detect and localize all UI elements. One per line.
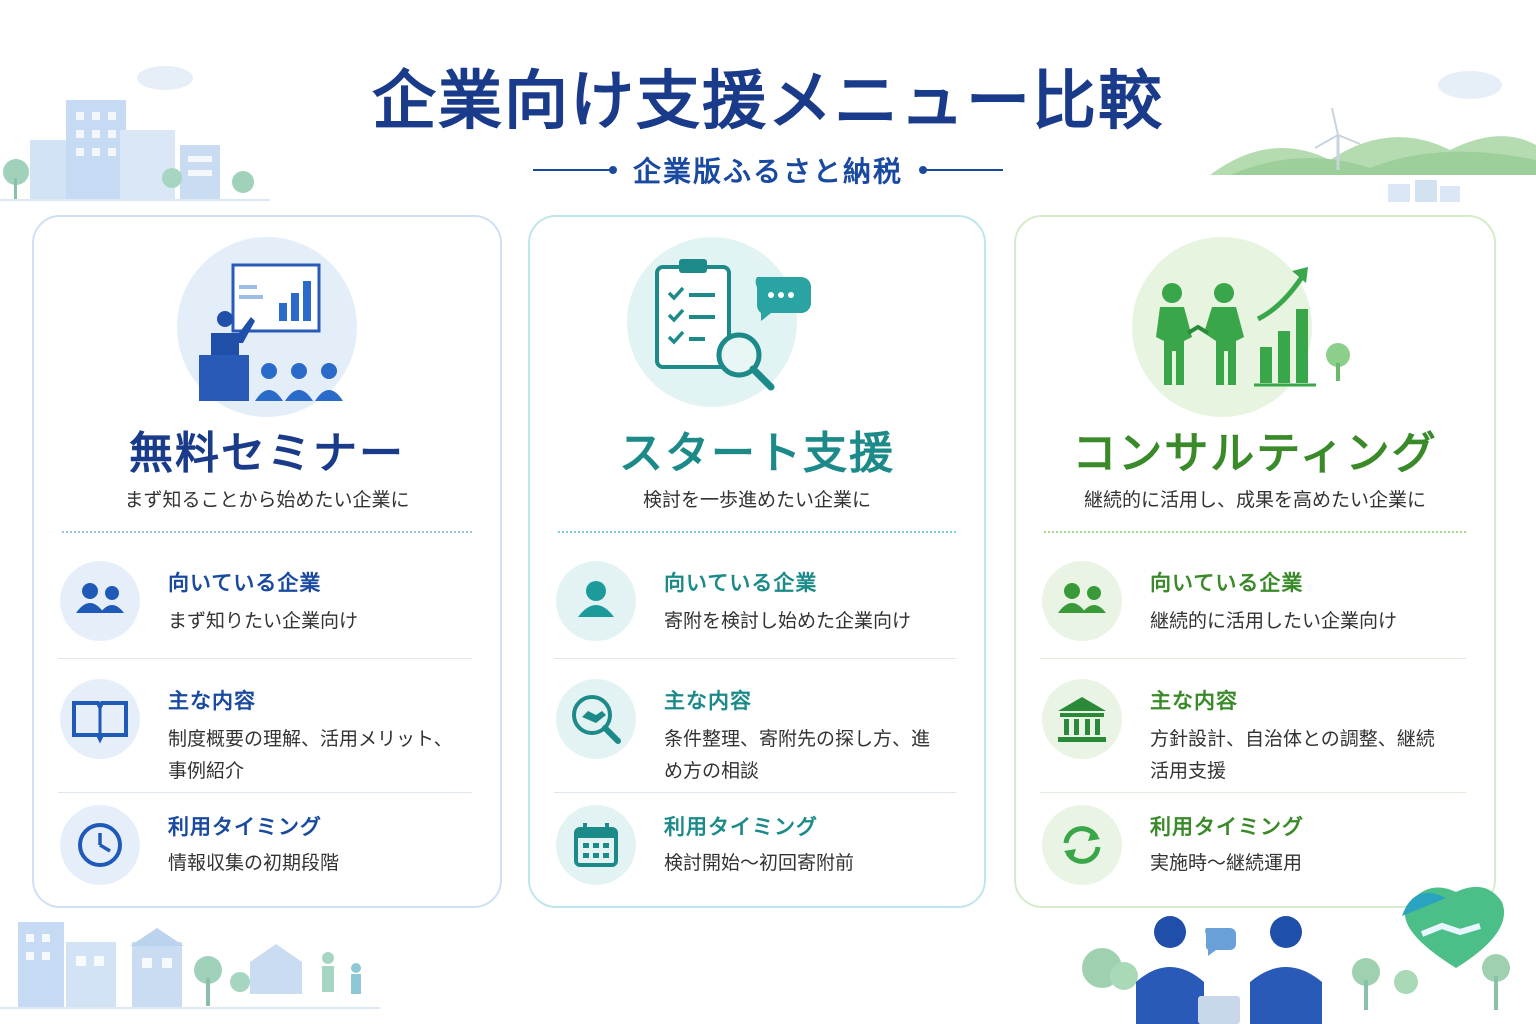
calendar-icon xyxy=(556,805,636,885)
people-icon xyxy=(1042,561,1122,641)
people-icon xyxy=(60,561,140,641)
row-text: 条件整理、寄附先の探し方、進め方の相談 xyxy=(664,728,931,782)
row-heading: 向いている企業 xyxy=(1150,571,1304,595)
subtitle-line-left xyxy=(532,166,617,174)
row-text: 情報収集の初期段階 xyxy=(168,852,340,874)
row-heading: 向いている企業 xyxy=(664,571,818,595)
handshake-growth-icon xyxy=(1131,237,1350,417)
government-building-icon xyxy=(1042,679,1122,759)
card-start-support: スタート支援 検討を一歩進めたい企業に 向いている企業 寄附を検討し始めた企業向… xyxy=(528,215,986,908)
subtitle-row: 企業版ふるさと納税 xyxy=(0,150,1536,190)
row-target-companies: 向いている企業 まず知りたい企業向け xyxy=(58,557,472,659)
card-tagline: まず知ることから始めたい企業に xyxy=(124,489,410,511)
person-icon xyxy=(556,561,636,641)
card-title: 無料セミナー xyxy=(129,428,405,479)
row-text: 検討開始～初回寄附前 xyxy=(664,852,855,874)
row-text: 寄附を検討し始めた企業向け xyxy=(664,610,912,632)
handshake-search-icon xyxy=(556,679,636,759)
row-target-companies: 向いている企業 寄附を検討し始めた企業向け xyxy=(554,557,956,659)
row-heading: 向いている企業 xyxy=(168,571,322,595)
row-heading: 主な内容 xyxy=(1150,689,1238,713)
row-target-companies: 向いている企業 継続的に活用したい企業向け xyxy=(1040,557,1466,659)
card-title: コンサルティング xyxy=(1072,428,1438,479)
town-illustration xyxy=(0,922,380,1009)
dotted-divider xyxy=(62,531,472,533)
book-icon xyxy=(60,679,140,759)
row-timing: 利用タイミング 情報収集の初期段階 xyxy=(58,805,472,889)
city-buildings-illustration xyxy=(0,66,270,201)
subtitle-line-right xyxy=(919,166,1003,174)
row-heading: 利用タイミング xyxy=(664,815,818,839)
card-title: スタート支援 xyxy=(619,428,895,479)
page-subtitle: 企業版ふるさと納税 xyxy=(632,155,903,188)
row-main-content: 主な内容 方針設計、自治体との調整、継続活用支援 xyxy=(1040,675,1466,793)
card-consulting: コンサルティング 継続的に活用し、成果を高めたい企業に 向いている企業 継続的に… xyxy=(1014,215,1496,908)
row-heading: 利用タイミング xyxy=(168,815,322,839)
row-text: 方針設計、自治体との調整、継続活用支援 xyxy=(1150,728,1435,782)
card-free-seminar: 無料セミナー まず知ることから始めたい企業に 向いている企業 まず知りたい企業向… xyxy=(32,215,502,908)
row-text: まず知りたい企業向け xyxy=(168,610,359,632)
row-text: 制度概要の理解、活用メリット、事例紹介 xyxy=(168,728,453,782)
row-heading: 主な内容 xyxy=(168,689,256,713)
dotted-divider xyxy=(1044,531,1466,533)
row-heading: 利用タイミング xyxy=(1150,815,1304,839)
row-heading: 主な内容 xyxy=(664,689,752,713)
card-tagline: 継続的に活用し、成果を高めたい企業に xyxy=(1083,489,1426,511)
row-main-content: 主な内容 制度概要の理解、活用メリット、事例紹介 xyxy=(58,675,472,793)
dotted-divider xyxy=(558,531,956,533)
row-text: 実施時～継続運用 xyxy=(1150,852,1303,874)
clock-icon xyxy=(60,805,140,885)
card-tagline: 検討を一歩進めたい企業に xyxy=(642,489,871,511)
cycle-arrows-icon xyxy=(1042,805,1122,885)
hills-windmill-illustration xyxy=(1210,71,1536,202)
page-title: 企業向け支援メニュー比較 xyxy=(372,65,1164,139)
row-timing: 利用タイミング 実施時～継続運用 xyxy=(1040,805,1466,889)
business-meeting-illustration xyxy=(1082,886,1510,1024)
row-text: 継続的に活用したい企業向け xyxy=(1150,610,1398,632)
seminar-presentation-icon xyxy=(177,237,357,417)
row-main-content: 主な内容 条件整理、寄附先の探し方、進め方の相談 xyxy=(554,675,956,793)
row-timing: 利用タイミング 検討開始～初回寄附前 xyxy=(554,805,956,889)
checklist-magnifier-icon xyxy=(626,237,811,407)
